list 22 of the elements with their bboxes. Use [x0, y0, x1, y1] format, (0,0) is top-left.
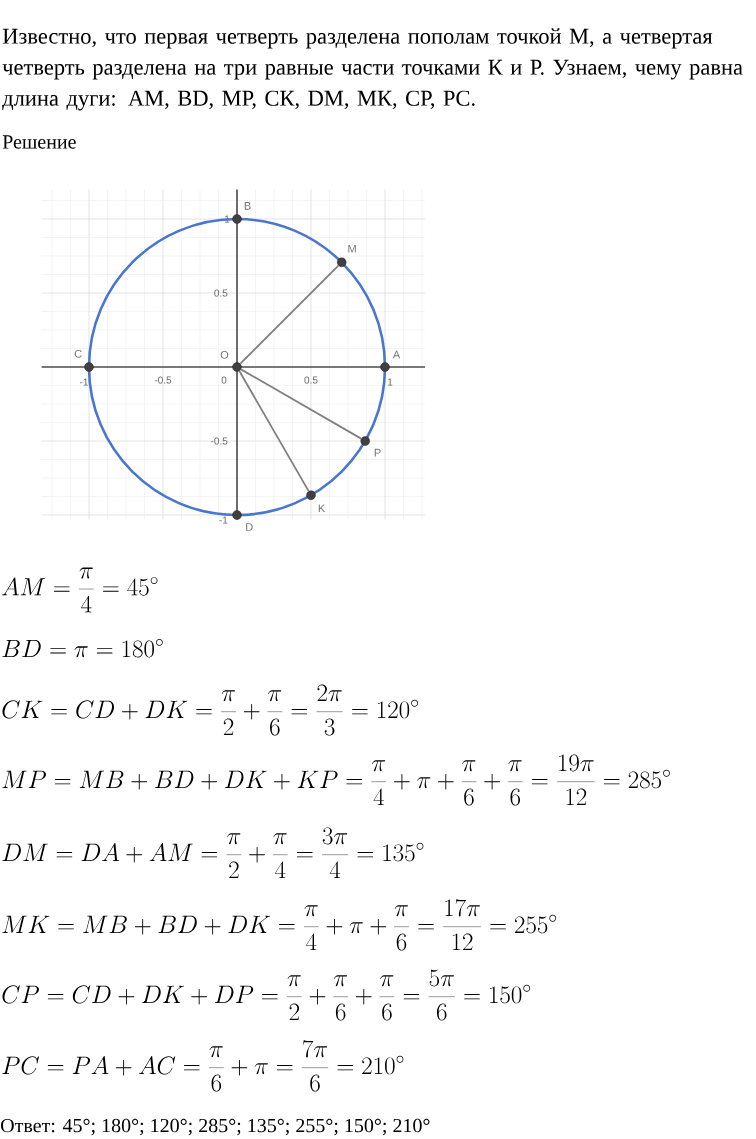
formula: $BD=\pi=180^\circ$: [2, 638, 163, 658]
text-line: Ответ: 45°; 180°; 120°; 285°; 135°; 255°; 150°; 210°: [1, 1118, 430, 1136]
formula: $MK=MB+BD+DK=\frac{\pi}{4}+\pi+\frac{\pi}{6}=\frac{17\pi}{12}=255^\circ$: [2, 899, 557, 951]
tick-label: -0.5: [211, 437, 228, 445]
formula: $CK=CD+DK=\frac{\pi}{2}+\frac{\pi}{6}=\frac{2\pi}{3}=120^\circ$: [2, 684, 418, 736]
tick-label: -1: [219, 516, 228, 524]
formula: $PC=PA+AC=\frac{\pi}{6}+\pi=\frac{7\pi}{6}=210^\circ$: [2, 1040, 404, 1092]
tick-label: 0: [221, 376, 227, 384]
tick-label: 0.5: [304, 376, 318, 384]
tick-label: 1: [388, 378, 393, 386]
formula: $CP=CD+DK+DP=\frac{\pi}{2}+\frac{\pi}{6}+\frac{\pi}{6}=\frac{5\pi}{6}=150^\circ$: [2, 969, 531, 1021]
tick-label: 0.5: [214, 289, 228, 297]
tick-label: -0.5: [154, 376, 172, 384]
problem-text: Известно, что первая четверть разделена пополам точкой М, а четвертая четверть разделена на три равные части точками К и Р. Узнаем, чему равна длина дуги: АМ, BD, МР, СК, DM, МК, СР, PC.: [2, 28, 743, 111]
tick-label: -1: [80, 378, 88, 386]
formula: $AM=\frac{\pi}{4}=45^\circ$: [2, 567, 158, 613]
formula: $MP=MB+BD+DK+KP=\frac{\pi}{4}+\pi+\frac{\pi}{6}+\frac{\pi}{6}=\frac{19\pi}{12}=285^\circ$: [2, 754, 670, 806]
segment: [239, 264, 340, 365]
segment: [238, 370, 310, 493]
segment: [240, 368, 363, 440]
text-line: Решение: [2, 135, 76, 149]
formula: $DM=DA+AM=\frac{\pi}{2}+\frac{\pi}{4}=\frac{3\pi}{4}=135^\circ$: [2, 827, 424, 879]
